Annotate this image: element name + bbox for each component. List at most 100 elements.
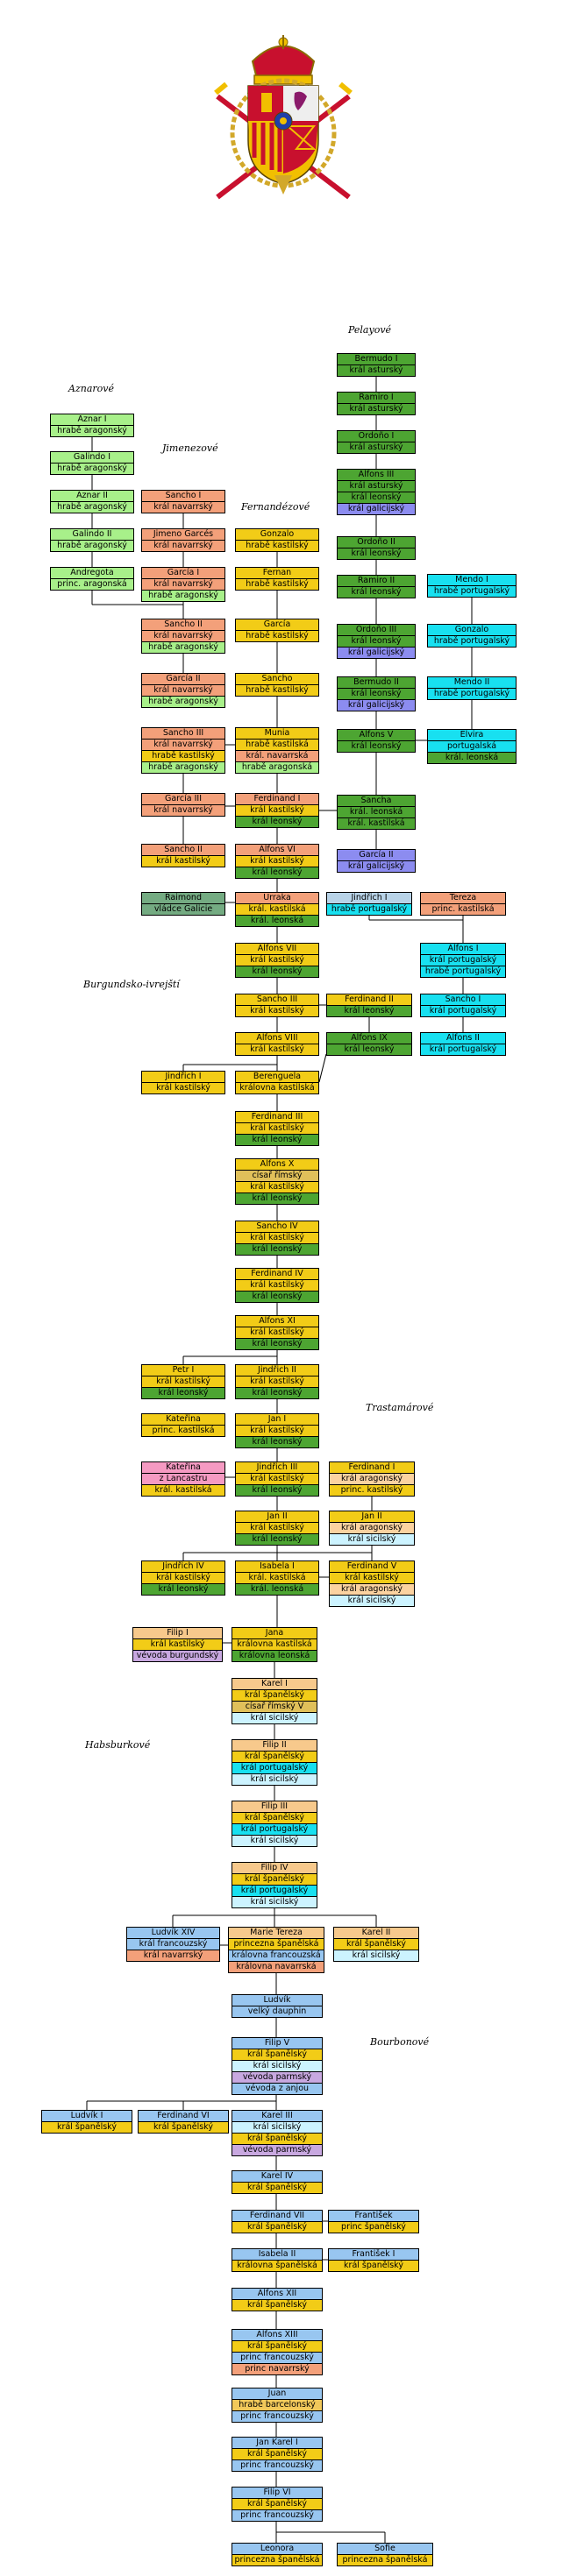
person-title: král leonský [236,867,318,878]
person-name: Berenguela [236,1072,318,1082]
person-name: Kateřina [142,1462,224,1473]
person-title: král portugalský [421,1005,505,1016]
person-name: Jindřich I [327,893,411,903]
person-title: hrabě aragonský [142,761,224,773]
person-title: král kastilský [330,1572,414,1583]
person-name: Sancho I [421,994,505,1005]
